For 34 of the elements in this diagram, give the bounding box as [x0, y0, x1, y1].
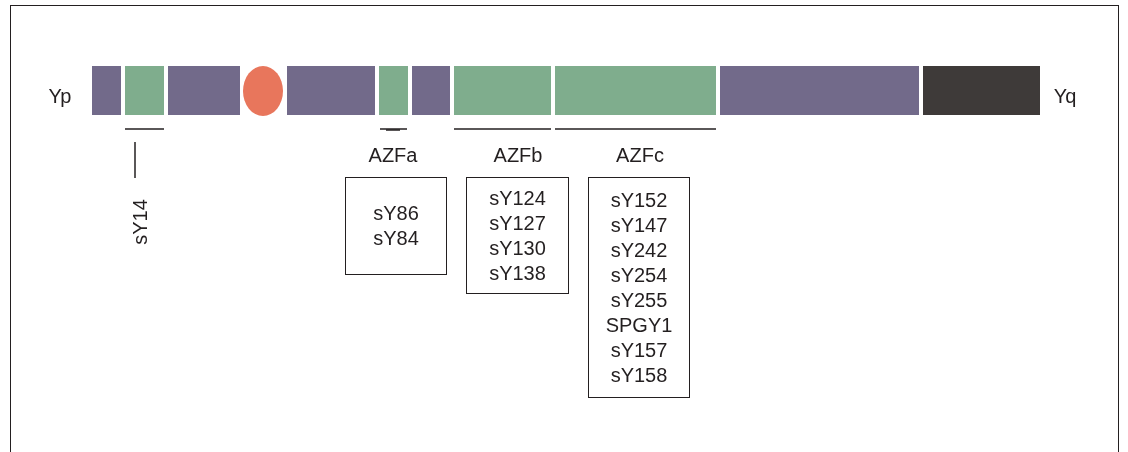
chromosome-segment	[92, 66, 121, 115]
marker-name: sY147	[610, 212, 668, 238]
chromosome-segment	[923, 66, 1040, 115]
region-label: AZFb	[493, 143, 543, 167]
marker-name: sY86	[373, 201, 419, 226]
region-label: AZFc	[616, 143, 664, 167]
marker-box	[466, 177, 569, 294]
arm-label: Yp	[48, 84, 72, 108]
chromosome-segment	[454, 66, 551, 115]
marker-box	[588, 177, 690, 398]
marker-name: sY157	[610, 337, 668, 363]
marker-name: sY242	[610, 237, 668, 263]
marker-box	[345, 177, 447, 275]
chromosome-segment	[125, 66, 164, 115]
marker-name: sY158	[610, 362, 668, 388]
chromosome-segment	[287, 66, 375, 115]
marker-name: sY138	[489, 260, 546, 286]
marker-name: sY152	[610, 187, 668, 213]
chromosome-segment	[412, 66, 450, 115]
centromere	[243, 66, 283, 116]
chromosome-segment	[168, 66, 240, 115]
arm-label: Yq	[1053, 84, 1077, 108]
marker-name: sY255	[610, 287, 668, 313]
region-label: AZFa	[368, 143, 418, 167]
marker-name: sY127	[489, 210, 546, 236]
chromosome-segment	[555, 66, 716, 115]
marker-name: sY84	[373, 226, 419, 251]
marker-name: sY130	[489, 235, 546, 261]
chromosome-segment	[720, 66, 919, 115]
marker-name: sY14	[128, 199, 152, 245]
marker-name: SPGY1	[605, 312, 673, 338]
marker-name: sY254	[610, 262, 668, 288]
chromosome-segment	[379, 66, 408, 115]
marker-name: sY124	[489, 185, 546, 211]
